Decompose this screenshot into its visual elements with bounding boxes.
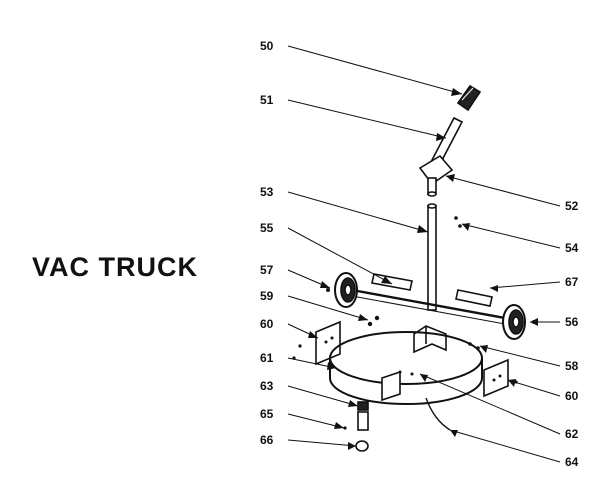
callout-labels: 50 51 52 53 54 55 56 57 58 59 60 60 61 6… bbox=[260, 39, 579, 469]
callout-52: 52 bbox=[565, 199, 579, 213]
callout-60-right: 60 bbox=[565, 389, 579, 403]
callout-50: 50 bbox=[260, 39, 274, 53]
callout-56: 56 bbox=[565, 315, 579, 329]
part-65-caster-stem bbox=[343, 411, 369, 431]
part-59-fasteners bbox=[367, 315, 380, 327]
callout-59: 59 bbox=[260, 289, 274, 303]
callout-65: 65 bbox=[260, 407, 274, 421]
part-66-caster-wheel bbox=[355, 440, 369, 452]
part-60-left-bracket bbox=[292, 320, 341, 366]
part-53-column bbox=[427, 203, 437, 311]
callout-64: 64 bbox=[565, 455, 579, 469]
callout-60-left: 60 bbox=[260, 317, 274, 331]
callout-61: 61 bbox=[260, 351, 274, 365]
part-52-handle-bracket bbox=[418, 154, 454, 197]
part-54-fasteners bbox=[454, 216, 462, 228]
center-hitch-plate bbox=[413, 325, 447, 354]
part-50-grip bbox=[456, 84, 482, 112]
callout-66: 66 bbox=[260, 433, 274, 447]
part-63-caster-nut bbox=[357, 401, 369, 411]
diagram-title: VAC TRUCK bbox=[32, 252, 198, 282]
callout-57: 57 bbox=[260, 263, 274, 277]
part-55-axle bbox=[351, 288, 517, 327]
part-61-ring-band bbox=[329, 331, 483, 405]
part-64-lower-curve bbox=[425, 397, 451, 431]
callout-63: 63 bbox=[260, 379, 274, 393]
callout-62: 62 bbox=[565, 427, 579, 441]
leader-arrowheads bbox=[308, 88, 538, 450]
part-51-handle-tube bbox=[430, 116, 464, 166]
callout-55: 55 bbox=[260, 221, 274, 235]
callout-58: 58 bbox=[565, 359, 579, 373]
callout-67: 67 bbox=[565, 275, 579, 289]
part-57-left-wheel bbox=[326, 272, 358, 308]
part-60-right-bracket bbox=[483, 358, 518, 398]
callout-51: 51 bbox=[260, 93, 274, 107]
callout-53: 53 bbox=[260, 185, 274, 199]
part-58-fasteners bbox=[468, 342, 480, 350]
callout-54: 54 bbox=[565, 241, 579, 255]
leader-lines bbox=[287, 45, 561, 463]
part-56-right-wheel bbox=[502, 304, 536, 340]
part-67-axle-sleeves bbox=[371, 273, 493, 307]
part-62-front-bracket bbox=[381, 370, 401, 402]
